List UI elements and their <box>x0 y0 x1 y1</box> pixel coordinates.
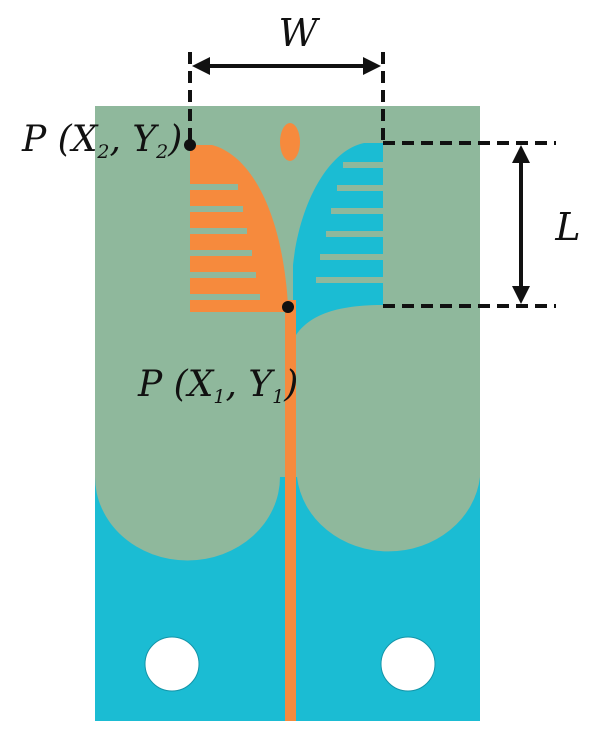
feed-line <box>285 300 296 721</box>
patch-slot <box>190 250 252 256</box>
width-arrowhead-left <box>192 57 210 75</box>
ground-slot <box>326 231 383 237</box>
point-top-sep: , <box>109 119 132 160</box>
patch-slots <box>190 184 260 300</box>
ground-slot <box>320 254 383 260</box>
ground-flare-right <box>293 143 383 340</box>
ground-slot <box>337 185 383 191</box>
patch-slot <box>190 294 260 300</box>
mounting-hole-left <box>144 636 200 692</box>
point-mid-y: Y <box>248 364 275 405</box>
point-top-label: P (X2, Y2) <box>21 119 182 163</box>
point-mid-suffix: ) <box>283 364 298 405</box>
point-top-prefix: P ( <box>21 119 73 160</box>
patch-slot <box>190 184 238 190</box>
ground-slot <box>331 208 383 214</box>
width-label: W <box>278 11 320 55</box>
length-dimension <box>383 141 556 308</box>
length-label: L <box>554 205 580 249</box>
point-top-x: X <box>69 119 99 160</box>
point-top-y: Y <box>132 119 159 160</box>
length-arrowhead-bottom <box>512 286 530 304</box>
mounting-hole-right <box>380 636 436 692</box>
point-mid-x: X <box>185 364 215 405</box>
point-mid-marker <box>282 301 294 313</box>
width-dimension <box>188 52 385 143</box>
ground-slots <box>316 162 383 283</box>
point-mid-prefix: P ( <box>137 364 189 405</box>
point-top-x-sub: 2 <box>96 141 109 163</box>
point-top-suffix: ) <box>167 119 182 160</box>
point-mid-label: P (X1, Y1) <box>137 364 298 408</box>
patch-slot <box>190 272 256 278</box>
parasitic-oval <box>280 123 300 161</box>
ground-slot <box>316 277 383 283</box>
point-mid-x-sub: 1 <box>213 386 225 408</box>
length-arrowhead-top <box>512 145 530 163</box>
substrate-lobe-right <box>297 430 480 552</box>
point-mid-y-sub: 1 <box>272 386 284 408</box>
substrate-lobe-left <box>95 430 280 561</box>
width-arrowhead-right <box>363 57 381 75</box>
patch-slot <box>190 206 243 212</box>
ground-slot <box>343 162 383 168</box>
patch-slot <box>190 228 247 234</box>
point-top-y-sub: 2 <box>155 141 168 163</box>
point-top-marker <box>184 139 196 151</box>
point-mid-sep: , <box>225 364 248 405</box>
